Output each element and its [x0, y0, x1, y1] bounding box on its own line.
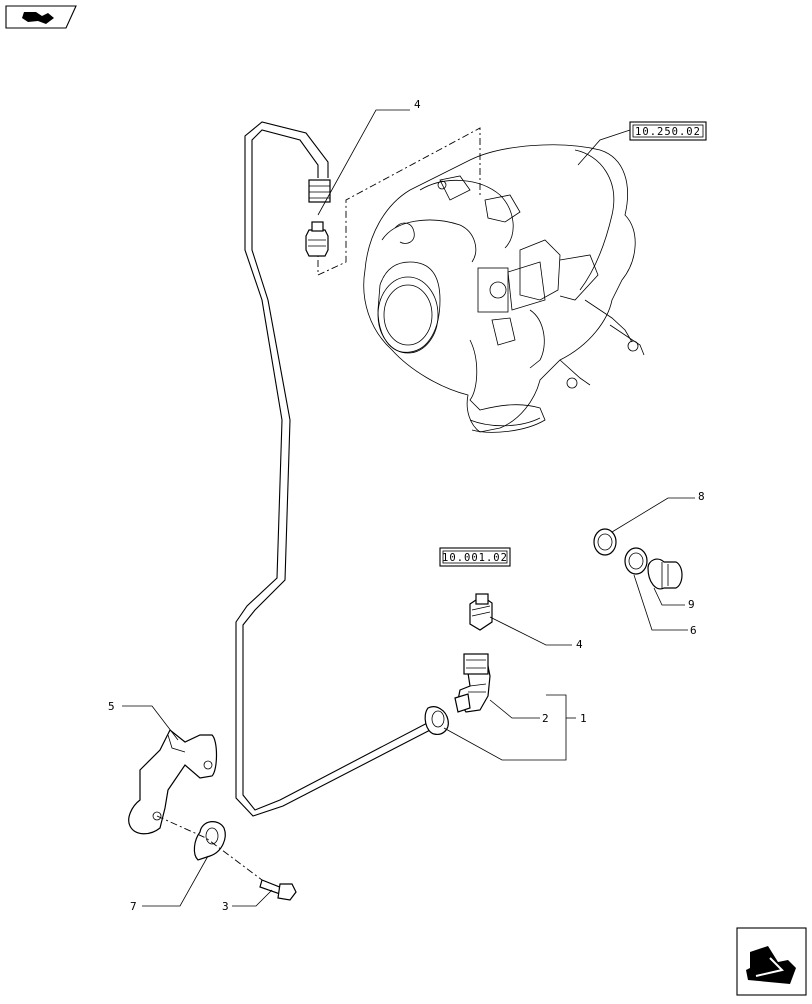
page-back-arrow-icon[interactable] — [5, 5, 77, 29]
leader-lines — [122, 109, 695, 907]
callout-4-middle: 4 — [576, 638, 583, 651]
washer-6 — [624, 547, 648, 575]
alignment-line-top — [317, 127, 481, 276]
bolt-3 — [259, 879, 297, 901]
reference-box-oil-gallery[interactable]: 10.001.02 — [439, 547, 511, 567]
callout-7: 7 — [130, 900, 137, 913]
callout-1: 1 — [580, 712, 587, 725]
clamp-7 — [193, 821, 226, 861]
callout-3: 3 — [222, 900, 229, 913]
reference-oil-gallery-text: 10.001.02 — [442, 552, 508, 564]
bracket-5 — [128, 729, 218, 835]
alignment-line-bottom — [156, 815, 263, 881]
page-next-arrow-icon[interactable] — [736, 927, 807, 996]
callout-6: 6 — [690, 624, 697, 637]
callout-9: 9 — [688, 598, 695, 611]
callout-8: 8 — [698, 490, 705, 503]
reference-box-turbocharger[interactable]: 10.250.02 — [629, 121, 707, 141]
oil-feed-pipe — [235, 121, 449, 817]
washer-8 — [593, 528, 617, 556]
callout-2: 2 — [542, 712, 549, 725]
fitting-4-top — [305, 221, 329, 257]
fitting-4-middle — [469, 593, 493, 631]
callout-5: 5 — [108, 700, 115, 713]
plug-9 — [647, 558, 683, 590]
reference-turbocharger-text: 10.250.02 — [635, 126, 701, 138]
turbocharger-assembly — [363, 144, 645, 433]
elbow-fitting-2 — [454, 653, 491, 713]
callout-4-top: 4 — [414, 98, 421, 111]
